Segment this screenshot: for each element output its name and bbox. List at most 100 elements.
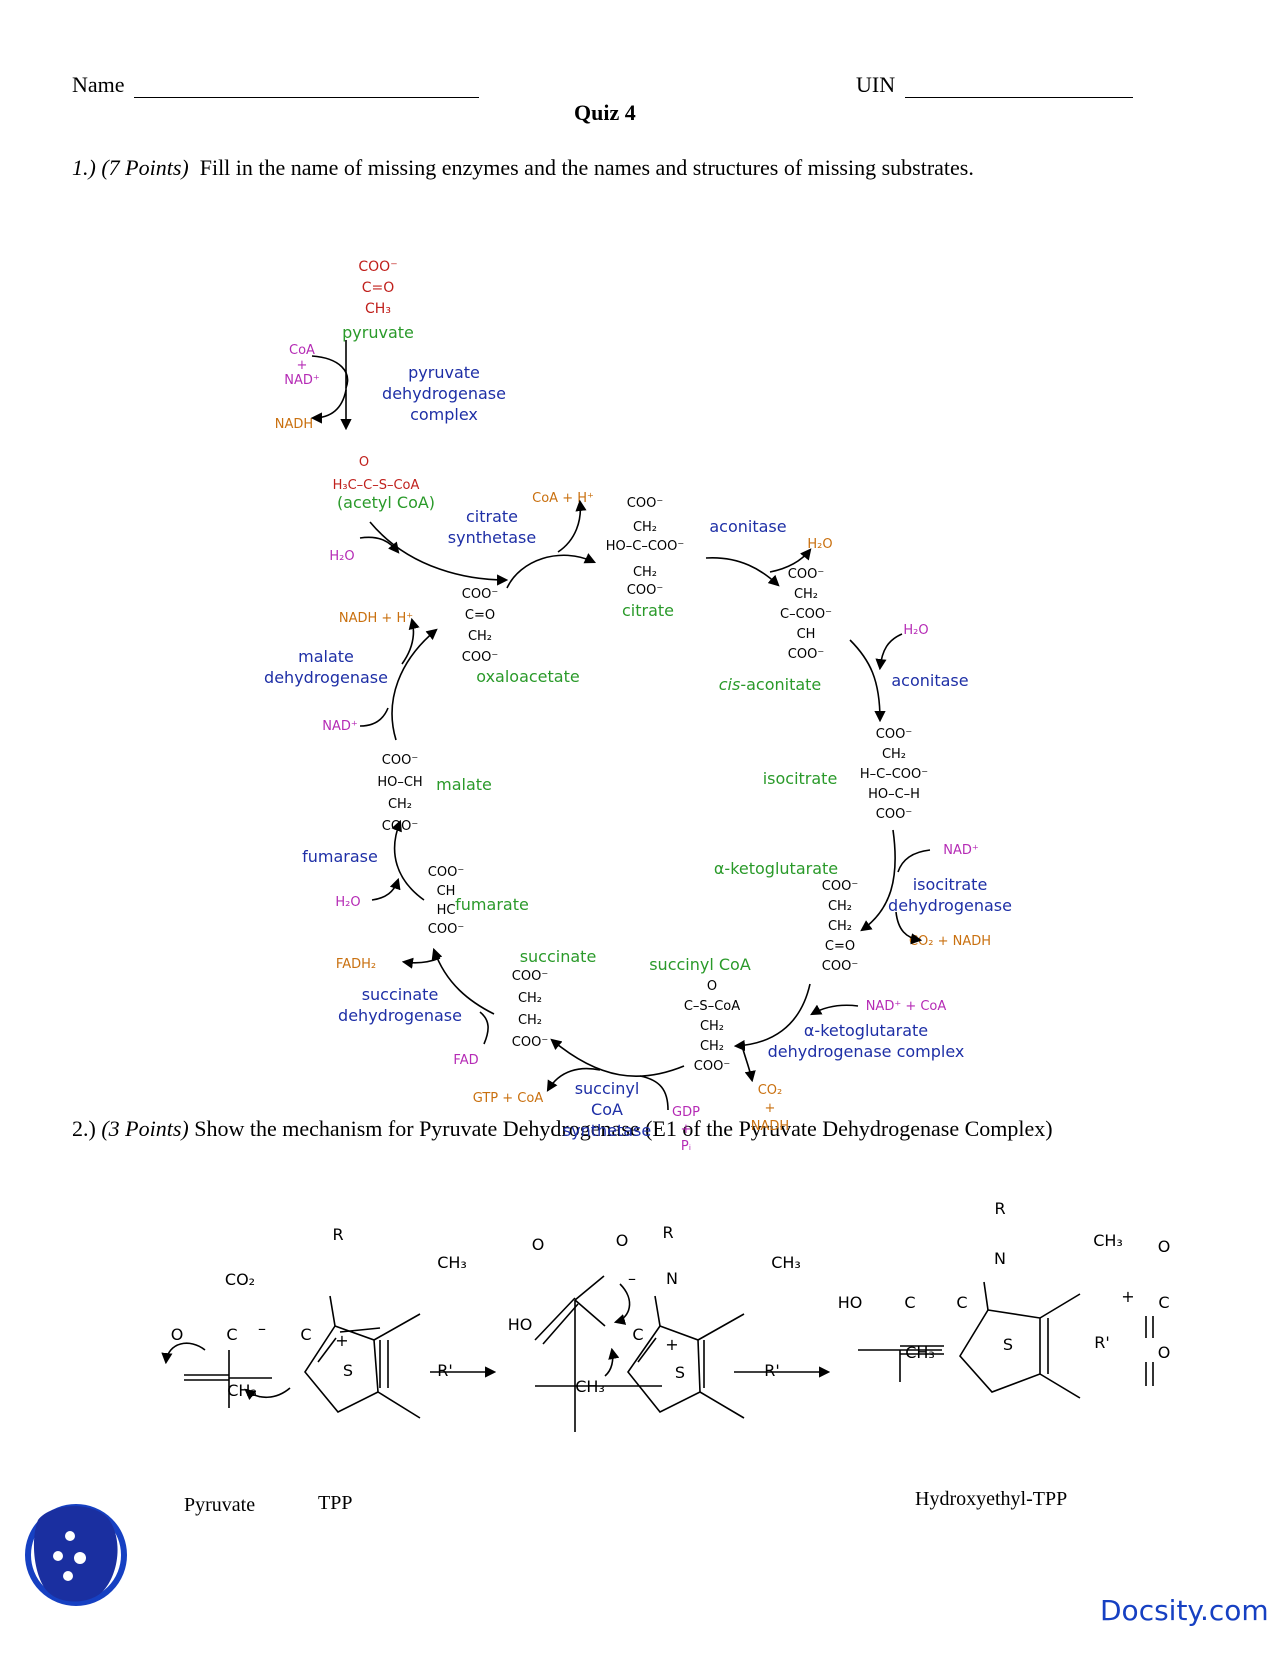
sdh-enzyme-line-1: dehydrogenase bbox=[338, 1006, 462, 1025]
cis-aconitate-structure-line-4: COO⁻ bbox=[788, 647, 824, 662]
scs-enzyme-line-2: synthetase bbox=[563, 1121, 651, 1140]
sdh-fad: FAD bbox=[453, 1053, 478, 1068]
question-2-text: Show the mechanism for Pyruvate Dehydrog… bbox=[194, 1116, 1053, 1141]
malate-to-oaa-arrow bbox=[391, 628, 438, 741]
akg-name: α-ketoglutarate bbox=[714, 859, 838, 878]
mechanism-label-ch3c: CH₃ bbox=[771, 1253, 801, 1272]
mechanism-label-n3: N bbox=[994, 1249, 1006, 1268]
question-1-text: Fill in the name of missing enzymes and … bbox=[199, 155, 974, 180]
pdh-cofactor-in-line-2: NAD⁺ bbox=[284, 373, 320, 388]
question-1-points: (7 Points) bbox=[101, 155, 189, 180]
mechanism-label-r1p: R' bbox=[437, 1361, 453, 1380]
akgdh-out-arrow bbox=[741, 1045, 756, 1083]
idh-nad-arrow bbox=[897, 849, 931, 873]
mechanism-label-c6: C bbox=[1158, 1293, 1169, 1312]
question-1-number: 1.) bbox=[72, 155, 96, 180]
mechanism-label-r2p: R' bbox=[764, 1361, 780, 1380]
scs-in-arrow bbox=[639, 1075, 669, 1111]
fumarate-name: fumarate bbox=[455, 895, 529, 914]
sdh-fadh2-arrow bbox=[401, 957, 441, 969]
sdh-fad-arrow bbox=[479, 1011, 489, 1045]
malate-structure-line-0: COO⁻ bbox=[382, 753, 418, 768]
scs-out: GTP + CoA bbox=[473, 1091, 544, 1106]
mechanism-label-c2: C bbox=[300, 1325, 311, 1344]
citrate-l0: COO⁻ bbox=[627, 496, 663, 511]
question-2: 2.) (3 Points) Show the mechanism for Py… bbox=[72, 1116, 1053, 1142]
caption-hydroxyethyl-tpp: Hydroxyethyl-TPP bbox=[915, 1488, 1068, 1510]
succinyl-coa-structure-line-3: CH₂ bbox=[700, 1039, 724, 1054]
mechanism-label-o1: O bbox=[171, 1325, 184, 1344]
uin-blank-line[interactable] bbox=[904, 75, 1133, 98]
fumarate-structure-line-2: HC bbox=[437, 903, 456, 918]
mechanism-label-c1: C bbox=[226, 1325, 237, 1344]
succinyl-coa-name: succinyl CoA bbox=[649, 955, 751, 974]
citrate-synthetase-enzyme-line-0: citrate bbox=[466, 507, 518, 526]
mechanism-label-plus2: + bbox=[665, 1335, 678, 1354]
scs-enzyme-line-0: succinyl bbox=[575, 1079, 640, 1098]
fumarase-h2o: H₂O bbox=[335, 895, 360, 910]
isocitrate-structure-line-0: COO⁻ bbox=[876, 727, 912, 742]
name-label: Name bbox=[72, 72, 125, 97]
isocitrate-name: isocitrate bbox=[763, 769, 838, 788]
mechanism-label-ch3f: CH₃ bbox=[905, 1343, 935, 1362]
scs-in-line-1: + bbox=[681, 1122, 692, 1137]
oxaloacetate-structure-line-3: COO⁻ bbox=[462, 650, 498, 665]
aconitase-1-h2o: H₂O bbox=[807, 537, 832, 552]
akg-structure-line-2: CH₂ bbox=[828, 919, 852, 934]
citrate-l2: HO–C–COO⁻ bbox=[606, 539, 685, 554]
isocitrate-structure-line-4: COO⁻ bbox=[876, 807, 912, 822]
idh-out: CO₂ + NADH bbox=[909, 934, 991, 949]
malate-name: malate bbox=[436, 775, 492, 794]
akgdh-enzyme-line-1: dehydrogenase complex bbox=[768, 1042, 965, 1061]
mechanism-label-o3: O bbox=[616, 1231, 629, 1250]
mechanism-label-ho2: HO bbox=[508, 1315, 533, 1334]
citrate-synthetase-h2o: H₂O bbox=[329, 549, 354, 564]
mechanism-label-r2: R bbox=[662, 1223, 673, 1242]
footer-brand: Docsity.com bbox=[1100, 1594, 1269, 1627]
aconitase-1-enzyme: aconitase bbox=[709, 517, 786, 536]
mechanism-label-c3: C bbox=[632, 1325, 643, 1344]
name-blank-line[interactable] bbox=[134, 75, 480, 98]
oxaloacetate-structure-line-1: C=O bbox=[465, 608, 495, 623]
pyruvate-structure-line-1: C=O bbox=[362, 280, 395, 296]
pyruvate-structure-line-0: COO⁻ bbox=[358, 259, 397, 275]
cis-aconitate-name: cis-aconitate bbox=[719, 675, 822, 694]
pdh-enzyme-line-1: dehydrogenase bbox=[382, 384, 506, 403]
citrate-name: citrate bbox=[622, 601, 674, 620]
mechanism-label-r3: R bbox=[994, 1199, 1005, 1218]
coa-out-arrow bbox=[557, 499, 587, 553]
isocitrate-structure-line-2: H–C–COO⁻ bbox=[860, 767, 928, 782]
mechanism-label-n2: N bbox=[666, 1269, 678, 1288]
succinate-structure-line-3: COO⁻ bbox=[512, 1035, 548, 1050]
succoa-to-succinate-arrow bbox=[550, 1038, 685, 1078]
succinate-structure-line-1: CH₂ bbox=[518, 991, 542, 1006]
succinyl-coa-structure-line-2: CH₂ bbox=[700, 1019, 724, 1034]
mechanism-label-o5: O bbox=[1158, 1343, 1171, 1362]
fumarase-h2o-arrow bbox=[371, 877, 401, 901]
pyruvate-name: pyruvate bbox=[342, 323, 414, 342]
mechanism-label-minus1: – bbox=[258, 1319, 266, 1338]
mechanism-label-plus1: + bbox=[335, 1331, 348, 1350]
akg-to-succoa-arrow bbox=[733, 983, 811, 1052]
mdh-nadh-arrow bbox=[401, 617, 420, 665]
isocit-to-akg-arrow bbox=[860, 829, 896, 932]
malate-structure-line-3: COO⁻ bbox=[382, 819, 418, 834]
caption-pyruvate: Pyruvate bbox=[184, 1494, 256, 1516]
name-field: Name bbox=[72, 72, 480, 98]
succinate-structure-line-0: COO⁻ bbox=[512, 969, 548, 984]
mechanism-label-r1: R bbox=[332, 1225, 343, 1244]
cis-aconitate-structure-line-1: CH₂ bbox=[794, 587, 818, 602]
idh-out-arrow bbox=[895, 911, 923, 945]
mechanism-label-ho3: HO bbox=[838, 1293, 863, 1312]
akg-structure-line-0: COO⁻ bbox=[822, 879, 858, 894]
caption-tpp: TPP bbox=[318, 1492, 353, 1514]
mechanism-label-ch3d: CH₃ bbox=[575, 1377, 605, 1396]
sdh-enzyme-line-0: succinate bbox=[362, 985, 439, 1004]
mechanism-label-o2: O bbox=[532, 1235, 545, 1254]
mechanism-label-o4: O bbox=[1158, 1237, 1171, 1256]
question-2-number: 2.) bbox=[72, 1116, 96, 1141]
idh-enzyme-line-0: isocitrate bbox=[913, 875, 988, 894]
malate-structure-line-1: HO–CH bbox=[377, 775, 422, 790]
mechanism-label-ch3e: CH₃ bbox=[1093, 1231, 1123, 1250]
